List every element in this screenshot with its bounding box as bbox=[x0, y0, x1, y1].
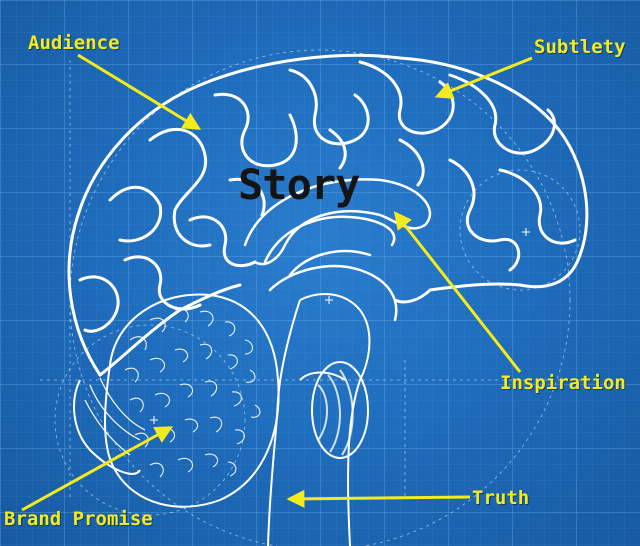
brainstem bbox=[267, 293, 371, 546]
label-inspiration: Inspiration bbox=[500, 372, 626, 394]
label-audience: Audience bbox=[28, 32, 120, 54]
arrow-subtlety bbox=[434, 56, 533, 99]
arrow-audience bbox=[77, 53, 202, 130]
cerebellum-folia bbox=[124, 308, 261, 478]
arrow-brand-promise bbox=[21, 426, 174, 512]
label-truth: Truth bbox=[472, 487, 530, 509]
arrow-truth bbox=[286, 489, 471, 508]
corpus-callosum bbox=[243, 178, 432, 322]
cerebrum bbox=[67, 53, 589, 377]
arrow-inspiration bbox=[393, 211, 522, 373]
pointer-arrows bbox=[21, 53, 533, 512]
label-brand-promise: Brand Promise bbox=[4, 508, 153, 530]
center-label-story: Story bbox=[238, 160, 360, 209]
cerebellum bbox=[73, 293, 280, 508]
label-subtlety: Subtlety bbox=[534, 36, 626, 58]
crosshair-marks bbox=[150, 228, 530, 424]
